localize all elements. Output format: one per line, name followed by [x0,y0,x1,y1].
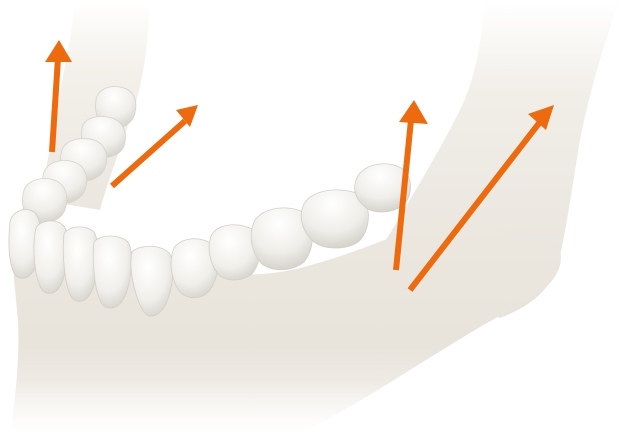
bottom-fade [0,380,630,435]
